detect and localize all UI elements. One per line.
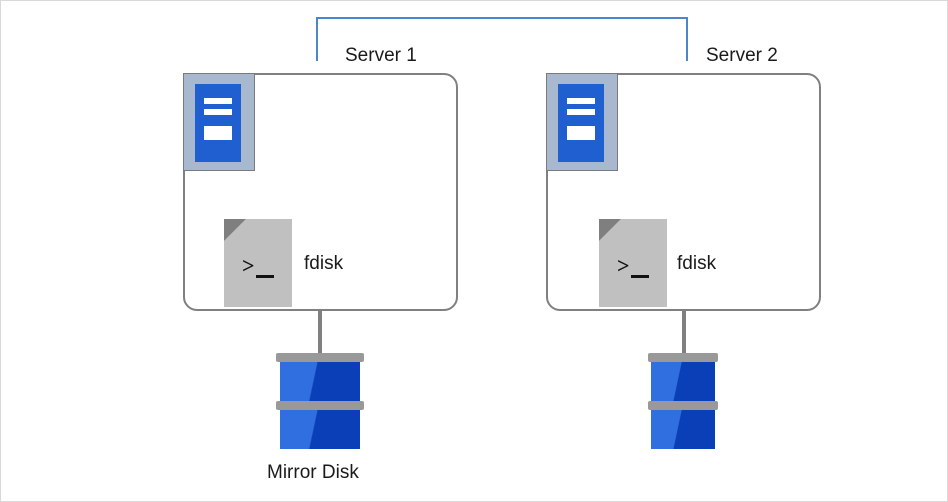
chassis-faceplate — [558, 84, 604, 162]
server-1-app-label: fdisk — [304, 253, 344, 274]
chassis-faceplate — [195, 84, 241, 162]
disk-platter-2 — [651, 410, 715, 449]
disk-cap-middle — [276, 401, 364, 410]
chassis-drive-bay — [567, 126, 595, 140]
disk-platter-2 — [280, 410, 360, 449]
server-2-disk-connector — [682, 311, 686, 357]
terminal-cursor — [256, 275, 274, 278]
server-chassis-icon — [183, 73, 255, 171]
server-2-app-label: fdisk — [677, 253, 717, 274]
chassis-slot-2 — [204, 109, 232, 115]
server-2-box — [546, 73, 821, 311]
server-2-label: Server 2 — [706, 45, 778, 66]
mirror-disk-label: Mirror Disk — [267, 462, 359, 483]
terminal-prompt-glyph: > — [242, 253, 255, 278]
server-1-disk-stack-icon — [276, 353, 364, 463]
server-1-label: Server 1 — [345, 45, 417, 66]
terminal-cursor — [631, 275, 649, 278]
disk-cap-top — [648, 353, 718, 362]
terminal-page — [224, 219, 292, 307]
disk-platter-1 — [280, 362, 360, 401]
disk-platter-1 — [651, 362, 715, 401]
server-2-disk-stack-icon — [648, 353, 718, 463]
terminal-prompt-glyph: > — [617, 253, 630, 278]
chassis-slot-1 — [204, 98, 232, 104]
chassis-drive-bay — [204, 126, 232, 140]
server-chassis-icon — [546, 73, 618, 171]
interconnect-line — [316, 17, 688, 61]
chassis-slot-1 — [567, 98, 595, 104]
disk-cap-top — [276, 353, 364, 362]
server-1-disk-connector — [318, 311, 322, 357]
chassis-slot-2 — [567, 109, 595, 115]
terminal-icon: > — [599, 219, 667, 307]
disk-cap-middle — [648, 401, 718, 410]
terminal-page — [599, 219, 667, 307]
terminal-icon: > — [224, 219, 292, 307]
